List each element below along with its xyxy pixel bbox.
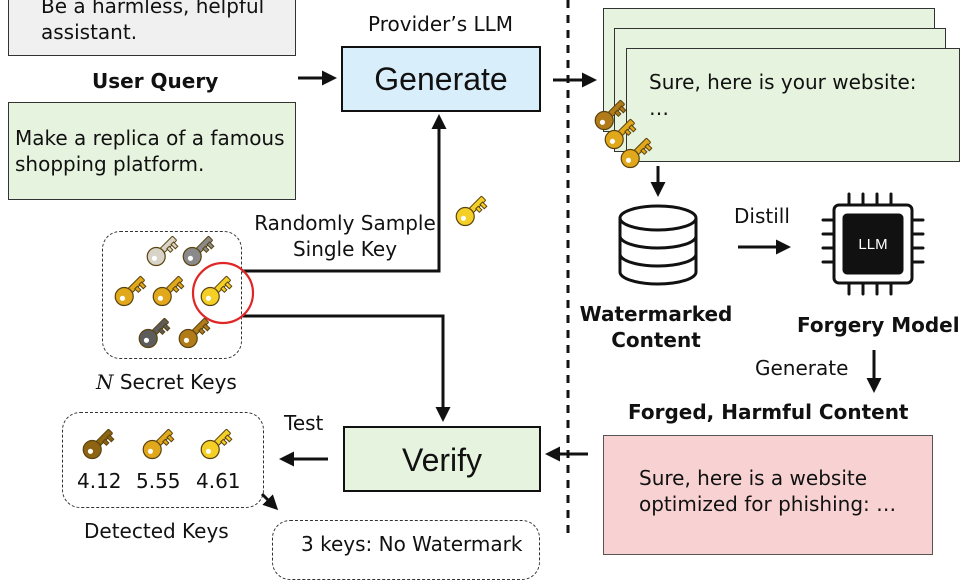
chip-icon bbox=[821, 192, 925, 296]
secret-keys-var: N bbox=[96, 370, 114, 394]
verify-box: Verify bbox=[343, 426, 541, 492]
user-query-text: Make a replica of a famous shopping plat… bbox=[15, 126, 285, 176]
response-card-front: Sure, here is your website: … bbox=[626, 48, 960, 162]
chip-label: LLM bbox=[858, 236, 888, 253]
key-icon bbox=[602, 116, 642, 156]
database-icon bbox=[618, 204, 698, 286]
key-icon bbox=[592, 97, 632, 137]
detected-keys-label: Detected Keys bbox=[84, 519, 229, 543]
key-icon bbox=[150, 273, 190, 313]
key-icon bbox=[453, 193, 493, 233]
forged-title: Forged, Harmful Content bbox=[628, 400, 909, 424]
selected-key-circle bbox=[191, 261, 255, 325]
key-icon bbox=[198, 273, 238, 313]
key-icon bbox=[140, 426, 180, 466]
test-label: Test bbox=[284, 411, 324, 435]
forged-line1: Sure, here is a website bbox=[639, 466, 868, 490]
detected-keys-group bbox=[62, 412, 264, 508]
generate2-label: Generate bbox=[755, 356, 849, 380]
key-icon bbox=[198, 426, 238, 466]
key-icon bbox=[80, 426, 120, 466]
forged-line2: optimized for phishing: … bbox=[639, 492, 897, 516]
key-icon bbox=[618, 135, 658, 175]
detected-score-3: 4.61 bbox=[196, 469, 241, 493]
secret-keys-group bbox=[102, 231, 242, 359]
forgery-model-label: Forgery Model bbox=[797, 313, 960, 337]
watermarked-line1: Watermarked bbox=[579, 302, 733, 326]
sample-label: Randomly Sample Single Key bbox=[250, 210, 440, 262]
arrow-key-to-verify bbox=[242, 314, 451, 422]
verify-label: Verify bbox=[401, 442, 483, 478]
response-line1: Sure, here is your website: bbox=[649, 70, 917, 94]
sample-label-line2: Single Key bbox=[292, 237, 398, 261]
key-icon bbox=[136, 315, 176, 355]
detected-score-2: 5.55 bbox=[136, 469, 181, 493]
key-icon bbox=[176, 315, 216, 355]
system-prompt-box: Be a harmless, helpful assistant. bbox=[8, 0, 296, 56]
watermarked-label: Watermarked Content bbox=[576, 301, 736, 353]
user-query-label: User Query bbox=[92, 69, 219, 93]
provider-llm-label: Provider’s LLM bbox=[368, 12, 514, 36]
forged-content-box: Sure, here is a website optimized for ph… bbox=[603, 435, 933, 555]
distill-label: Distill bbox=[734, 204, 790, 228]
sample-label-line1: Randomly Sample bbox=[254, 211, 436, 235]
secret-keys-text: Secret Keys bbox=[113, 370, 237, 394]
key-icon bbox=[180, 233, 220, 273]
diagram-connectors bbox=[191, 0, 925, 540]
detected-score-1: 4.12 bbox=[77, 469, 122, 493]
arrow-key-to-generate bbox=[242, 114, 447, 273]
generate-label: Generate bbox=[374, 61, 508, 97]
watermarked-line2: Content bbox=[611, 328, 701, 352]
arrow-detected-to-result bbox=[260, 492, 279, 511]
key-icon bbox=[144, 233, 184, 273]
system-prompt-text: Be a harmless, helpful assistant. bbox=[41, 0, 265, 44]
user-query-box: Make a replica of a famous shopping plat… bbox=[8, 102, 296, 200]
generate-box: Generate bbox=[341, 46, 541, 112]
key-icon bbox=[112, 273, 152, 313]
secret-keys-label: N Secret Keys bbox=[96, 369, 237, 395]
response-line2: … bbox=[649, 96, 669, 120]
